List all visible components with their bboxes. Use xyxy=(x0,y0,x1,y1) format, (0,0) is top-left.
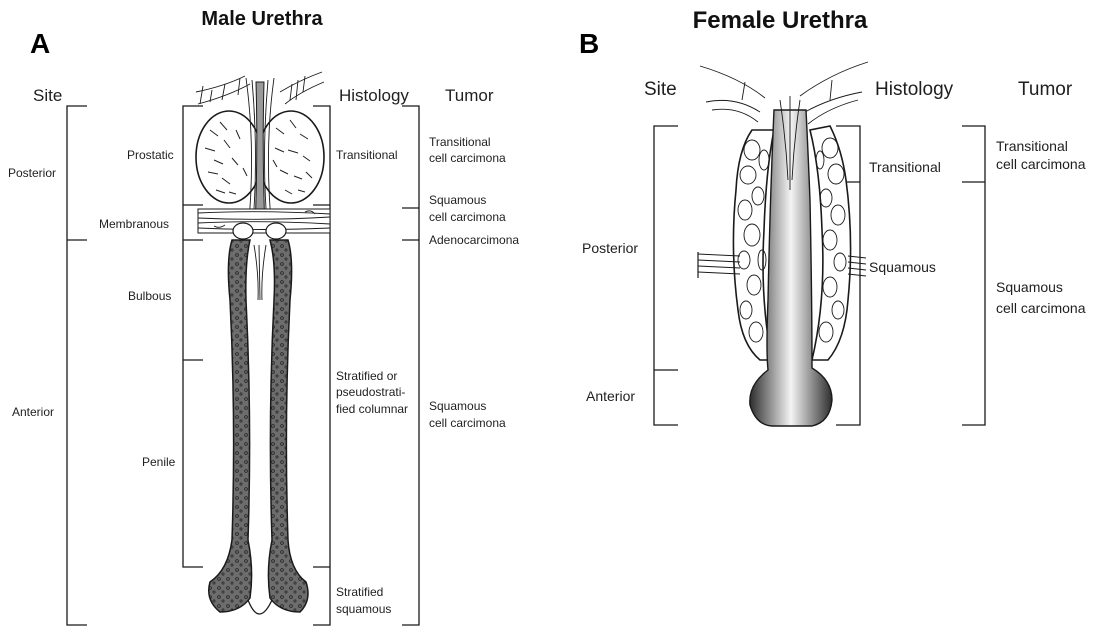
male-tumor-tcc-1: Transitional xyxy=(429,135,491,149)
male-tumor-scc-upper-1: Squamous xyxy=(429,193,486,207)
prostate-right-lobe xyxy=(258,111,324,203)
male-segment-membranous: Membranous xyxy=(99,217,169,231)
female-header-histology: Histology xyxy=(875,79,954,100)
female-histology-squamous: Squamous xyxy=(869,259,936,275)
male-histology-stratified-columnar-2: pseudostrati- xyxy=(336,385,405,399)
male-site-anterior: Anterior xyxy=(12,405,54,419)
male-tumor-scc-lower-2: cell carcimona xyxy=(429,416,506,430)
female-tumor-scc-1: Squamous xyxy=(996,279,1063,295)
female-title: Female Urethra xyxy=(693,7,868,34)
male-header-histology: Histology xyxy=(339,86,409,105)
male-histology-stratified-columnar-3: fied columnar xyxy=(336,402,408,416)
prostate-left-lobe xyxy=(196,111,262,203)
female-urethra-illustration xyxy=(698,62,868,426)
female-tumor-tcc-1: Transitional xyxy=(996,138,1068,154)
female-site-posterior: Posterior xyxy=(582,240,638,256)
female-tumor-bracket xyxy=(962,126,985,425)
panel-letter-a: A xyxy=(30,28,50,59)
male-tumor-scc-lower-1: Squamous xyxy=(429,399,486,413)
male-tumor-tcc-2: cell carcimona xyxy=(429,151,506,165)
male-panel: A Male Urethra Site Histology Tumor Post… xyxy=(8,8,519,625)
male-histology-stratified-squamous-2: squamous xyxy=(336,602,391,616)
male-urethra-illustration xyxy=(196,72,330,614)
female-site-bracket xyxy=(654,126,678,425)
male-histology-transitional: Transitional xyxy=(336,148,398,162)
female-tumor-scc-2: cell carcimona xyxy=(996,300,1086,316)
male-site-bracket xyxy=(67,106,87,625)
male-title: Male Urethra xyxy=(201,8,323,30)
male-histology-stratified-columnar-1: Stratified or xyxy=(336,369,397,383)
male-histology-stratified-squamous-1: Stratified xyxy=(336,585,383,599)
male-segment-penile: Penile xyxy=(142,455,176,469)
male-histology-bracket xyxy=(313,106,330,625)
male-segment-bulbous: Bulbous xyxy=(128,289,171,303)
male-corpus-spongiosum-left xyxy=(209,240,252,612)
male-segment-bracket xyxy=(183,106,203,567)
male-tumor-adeno: Adenocarcimona xyxy=(429,233,519,247)
female-site-anterior: Anterior xyxy=(586,388,635,404)
male-corpus-spongiosum-right xyxy=(268,240,308,612)
female-panel: B Female Urethra Site Histology Tumor Po… xyxy=(579,7,1086,426)
male-site-posterior: Posterior xyxy=(8,166,56,180)
panel-letter-b: B xyxy=(579,28,599,59)
male-tumor-bracket xyxy=(402,106,419,625)
male-header-site: Site xyxy=(33,86,62,105)
female-header-site: Site xyxy=(644,79,677,100)
female-header-tumor: Tumor xyxy=(1018,79,1073,100)
male-header-tumor: Tumor xyxy=(445,86,494,105)
female-tumor-tcc-2: cell carcimona xyxy=(996,156,1086,172)
female-histology-transitional: Transitional xyxy=(869,159,941,175)
male-segment-prostatic: Prostatic xyxy=(127,148,174,162)
male-tumor-scc-upper-2: cell carcimona xyxy=(429,210,506,224)
